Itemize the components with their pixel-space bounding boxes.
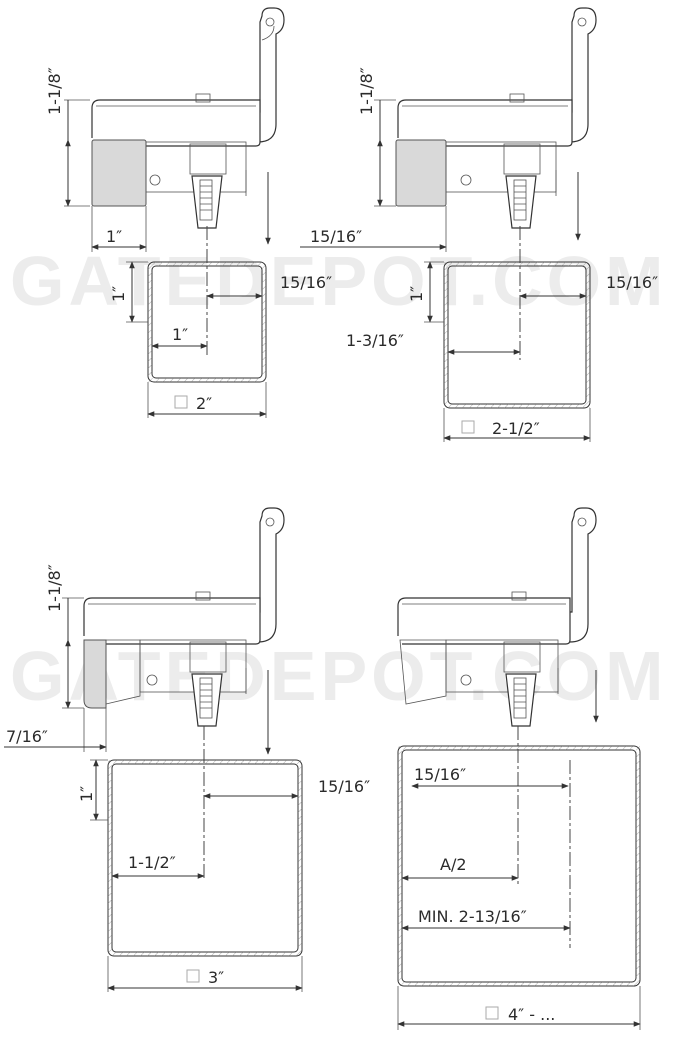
dim-offset: 15/16″ [414,765,466,784]
watermark-text: GATEDEPOT.COM [10,637,667,715]
dim-height: 1-1/8″ [357,67,376,115]
dim-min: MIN. 2-13/16″ [418,907,527,926]
dim-side: 1″ [106,227,122,246]
watermark-text: GATEDEPOT.COM [10,242,667,320]
dim-height: 1-1/8″ [45,564,64,612]
view-4in: 15/16″ A/2 MIN. 2-13/16″ 4″ - ... [397,507,641,1030]
dim-offset: 15/16″ [606,273,658,292]
dim-tube: 3″ [208,968,224,987]
view-3in: 1-1/8″ 7/16″ 15/16″ 1″ 1-1/2″ 3″ [4,507,370,992]
view-2in: 1-1/8″ 1″ 15/16″ 1″ 1″ 2″ [45,7,332,418]
dim-tube: 2″ [196,394,212,413]
dim-tube: 4″ - ... [508,1005,555,1024]
dim-center: A/2 [440,855,467,874]
dim-center: 1-3/16″ [346,331,404,350]
dim-offset: 15/16″ [280,273,332,292]
dim-tube-half: 1″ [407,286,426,302]
dim-height: 1-1/8″ [45,67,64,115]
dim-side: 15/16″ [310,227,362,246]
dim-center: 1″ [172,325,188,344]
view-2-5in: 1-1/8″ 15/16″ 15/16″ 1″ 1-3/16″ 2-1/2″ [300,7,658,442]
dim-side: 7/16″ [6,727,48,746]
dim-tube-half: 1″ [109,286,128,302]
dim-tube: 2-1/2″ [492,419,540,438]
dim-offset: 15/16″ [318,777,370,796]
dim-center: 1-1/2″ [128,853,176,872]
dim-tube-half: 1″ [77,786,96,802]
